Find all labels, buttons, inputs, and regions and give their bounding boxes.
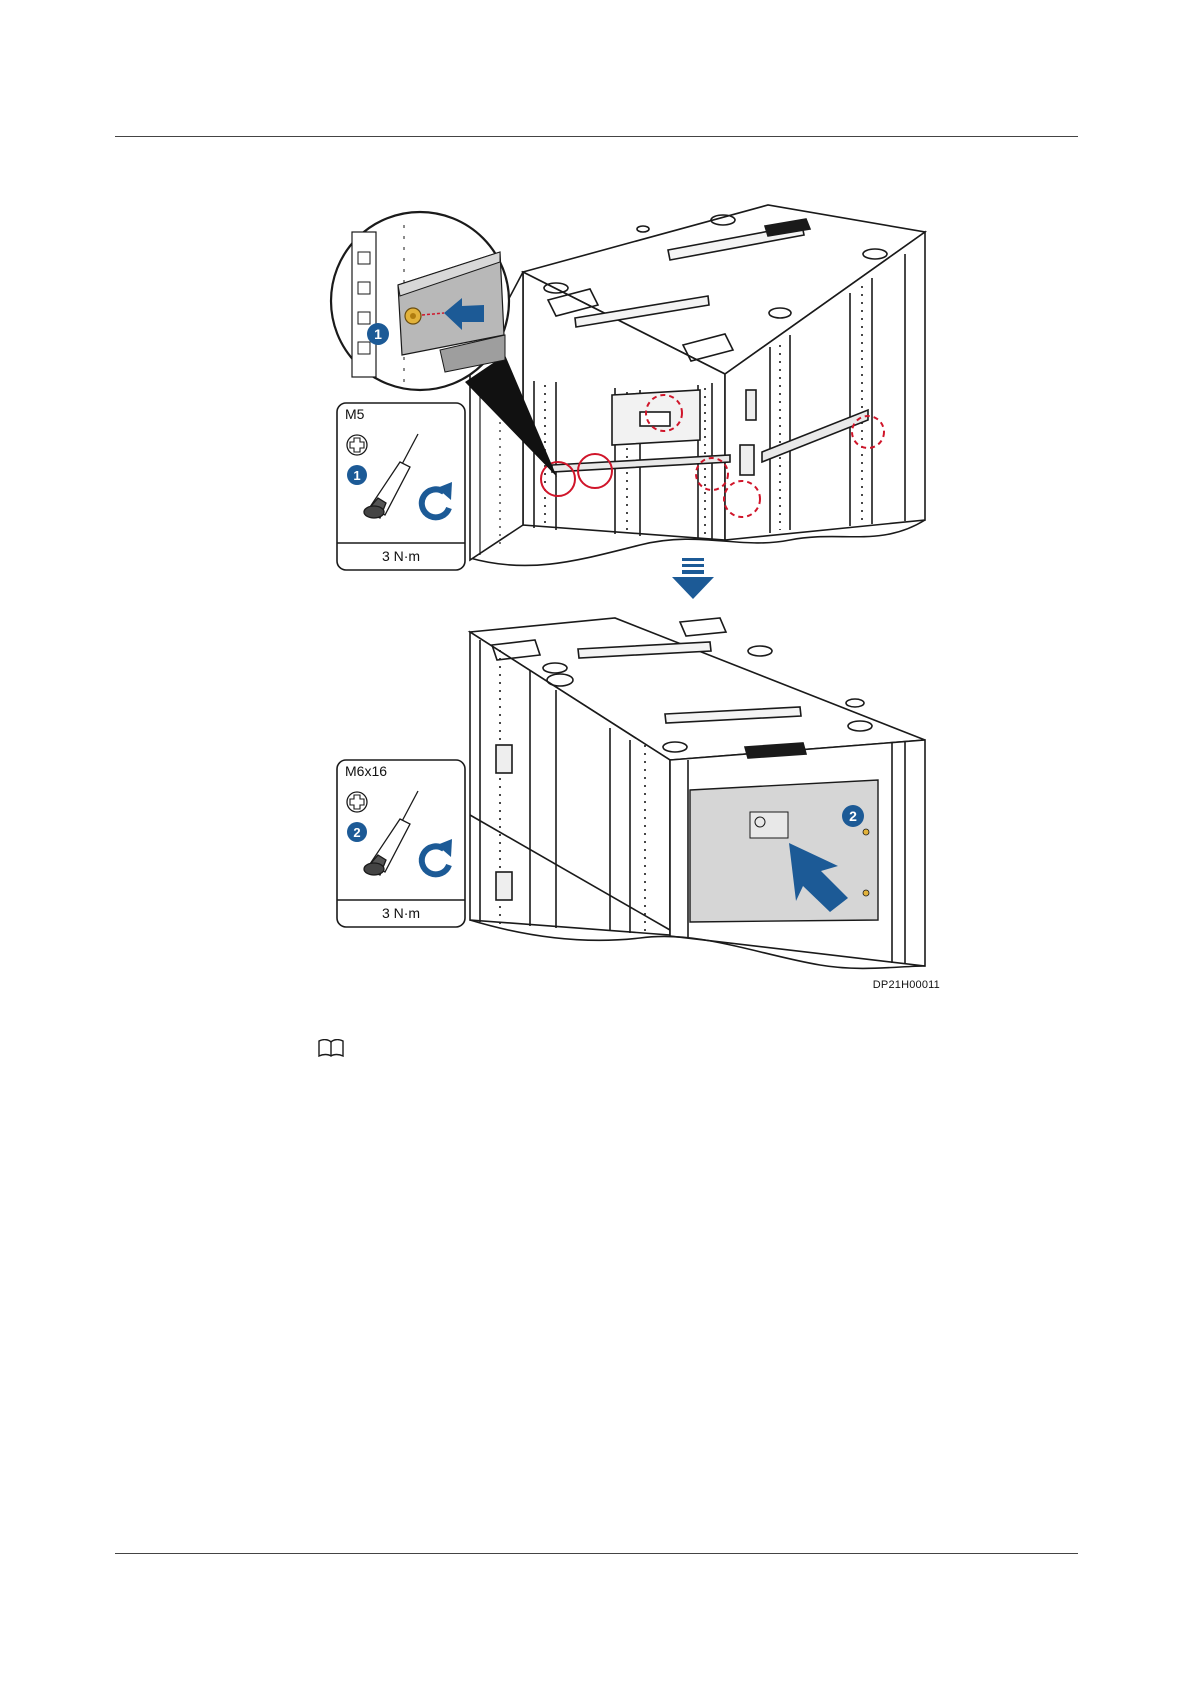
tool-box-1-screw: M5	[345, 406, 365, 422]
phillips-screw-icon	[347, 792, 367, 812]
zoom-detail: 1	[331, 212, 509, 390]
phillips-screw-icon	[347, 435, 367, 455]
tool-box-2: M6x16 2 3 N·m	[337, 760, 465, 927]
installed-panel	[690, 780, 878, 922]
tool-box-2-torque: 3 N·m	[382, 905, 420, 921]
down-arrow-icon	[672, 558, 714, 599]
callout-step1-zoom: 1	[374, 326, 382, 342]
tool-box-1-step: 1	[353, 468, 360, 483]
callout-step2-panel: 2	[849, 808, 857, 824]
tool-box-1: M5 1 3 N·m	[337, 403, 465, 570]
tool-box-2-screw: M6x16	[345, 763, 387, 779]
tool-box-1-torque: 3 N·m	[382, 548, 420, 564]
note-book-icon	[318, 1039, 344, 1057]
figure-code: DP21H00011	[790, 979, 940, 991]
tool-box-2-step: 2	[353, 825, 360, 840]
top-cabinet	[497, 205, 925, 540]
